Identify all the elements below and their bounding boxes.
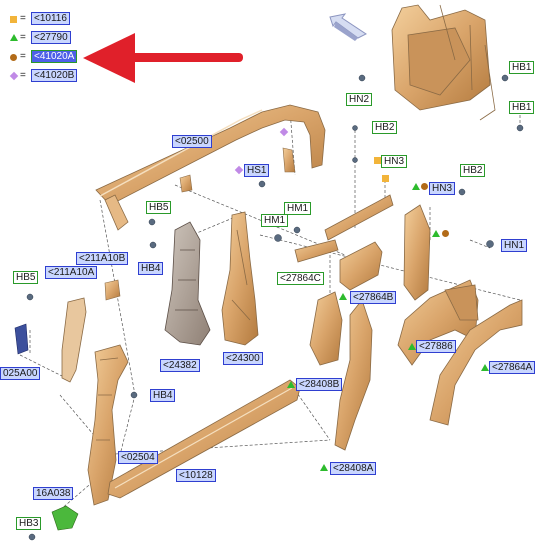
label-211a10b: <211A10B [76,252,129,265]
square-marker [374,157,381,164]
label-27886: <27886 [416,340,456,353]
label-24382: <24382 [160,359,200,372]
label-hn2: HN2 [346,93,373,106]
triangle-marker [339,293,347,300]
label-02504: <02504 [118,451,158,464]
callout-arrow [83,33,243,83]
triangle-marker [287,381,295,388]
d-pillar-inner [403,204,431,301]
c-pillar-28408b [309,291,343,366]
label-10128: <10128 [176,469,216,482]
legend-equals: = [20,13,26,24]
legend-square-marker [10,16,17,23]
orientation-arrow [329,13,367,41]
roof-rail-02500 [95,104,326,231]
label-28408a: <28408A [330,462,377,475]
label-hs1: HS1 [244,164,270,177]
label-hb1-upper: HB1 [509,61,535,74]
label-hb2-right: HB2 [460,164,486,177]
legend-code-41020a: <41020A [31,50,78,63]
a-pillar-trim-211a10a [61,297,87,383]
label-hb5-left: HB5 [13,271,39,284]
upper-body-assembly [391,4,496,121]
label-27864b: <27864B [350,291,397,304]
triangle-marker [432,230,440,237]
label-hb4-upper: HB4 [138,262,164,275]
triangle-marker [320,464,328,471]
legend-code-41020b: <41020B [31,69,78,82]
legend-equals: = [20,70,26,81]
label-hb3: HB3 [16,517,42,530]
legend-triangle-marker [10,34,18,41]
small-brackets [104,147,296,301]
legend-code-10116: <10116 [31,12,70,25]
b-pillar-inner-24382 [164,221,211,346]
triangle-marker [481,364,489,371]
label-27864a: <27864A [489,361,536,374]
fasteners [26,74,524,541]
label-27864c: <27864C [277,272,324,285]
label-hn1: HN1 [501,239,528,252]
triangle-marker [412,183,420,190]
square-marker [382,175,389,182]
legend-equals: = [20,51,26,62]
reinforcement-upper [324,194,394,241]
label-hn3-right: HN3 [429,182,456,195]
a-pillar-02504 [87,344,129,506]
label-hb2-upper: HB2 [372,121,398,134]
label-hm1-lower: HM1 [261,214,289,227]
legend-equals: = [20,32,26,43]
label-24300: <24300 [223,352,263,365]
label-025a00: 025A00 [0,367,41,380]
legend-circle-marker [10,54,17,61]
rocker-sill-10128 [107,379,301,499]
bracket-025a00 [14,323,29,355]
label-211a10a: <211A10A [45,266,98,279]
panel-27864b [339,241,383,291]
leader-lines [19,109,521,511]
circle-marker [421,183,428,190]
label-hb5-upper: HB5 [146,201,172,214]
circle-marker [442,230,449,237]
triangle-marker [408,343,416,350]
c-pillar-28408a [334,299,373,451]
wheel-arch-27864a [429,299,523,426]
label-hn3-upper: HN3 [381,155,408,168]
label-02500: <02500 [172,135,212,148]
label-16a038: 16A038 [33,487,74,500]
label-28408b: <28408B [296,378,343,391]
legend-code-27790: <27790 [31,31,71,44]
bracket-16a038 [51,505,79,531]
label-hm1-upper: HM1 [284,202,312,215]
bracket-27864c [294,239,339,263]
label-hb1-lower: HB1 [509,101,535,114]
b-pillar-24300 [221,211,259,346]
label-hb4-lower: HB4 [150,389,176,402]
